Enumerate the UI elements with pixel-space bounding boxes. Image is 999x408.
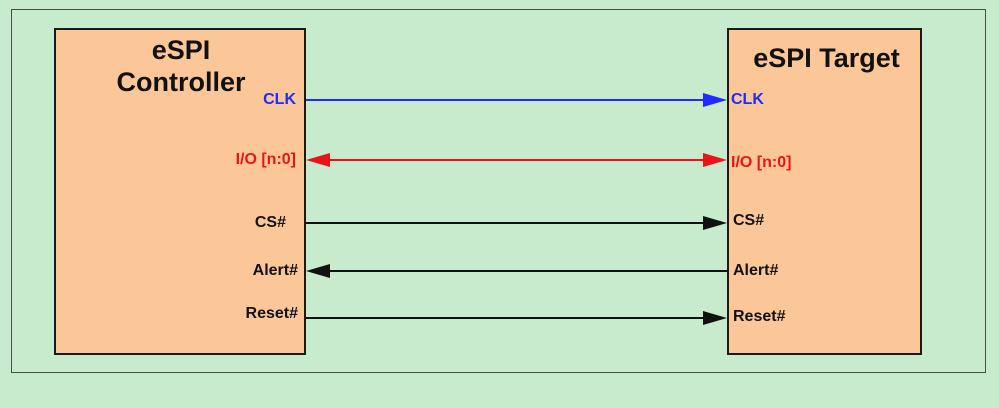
io-arrowhead-right (703, 153, 727, 167)
reset-arrowhead-right (703, 311, 727, 325)
cs-arrowhead-right (703, 216, 727, 230)
controller-title: eSPI Controller (96, 34, 266, 98)
target-block: eSPI Target (727, 28, 922, 355)
controller-clk-label: CLK (263, 91, 296, 108)
target-reset-label: Reset# (733, 308, 786, 325)
target-io-label: I/O [n:0] (731, 154, 792, 171)
clk-arrowhead-right (703, 93, 727, 107)
controller-title-line1: eSPI (151, 35, 211, 65)
controller-title-line2: Controller (116, 67, 246, 97)
target-cs-label: CS# (733, 212, 765, 229)
controller-alert-label: Alert# (252, 262, 298, 279)
io-arrowhead-left (306, 153, 330, 167)
target-title: eSPI Target (753, 43, 900, 73)
target-clk-label: CLK (731, 91, 764, 108)
target-alert-label: Alert# (733, 262, 779, 279)
controller-io-label: I/O [n:0] (235, 151, 296, 168)
alert-arrowhead-left (306, 264, 330, 278)
controller-reset-label: Reset# (245, 305, 298, 322)
controller-block: eSPI Controller (54, 28, 306, 355)
controller-cs-label: CS# (254, 214, 286, 231)
